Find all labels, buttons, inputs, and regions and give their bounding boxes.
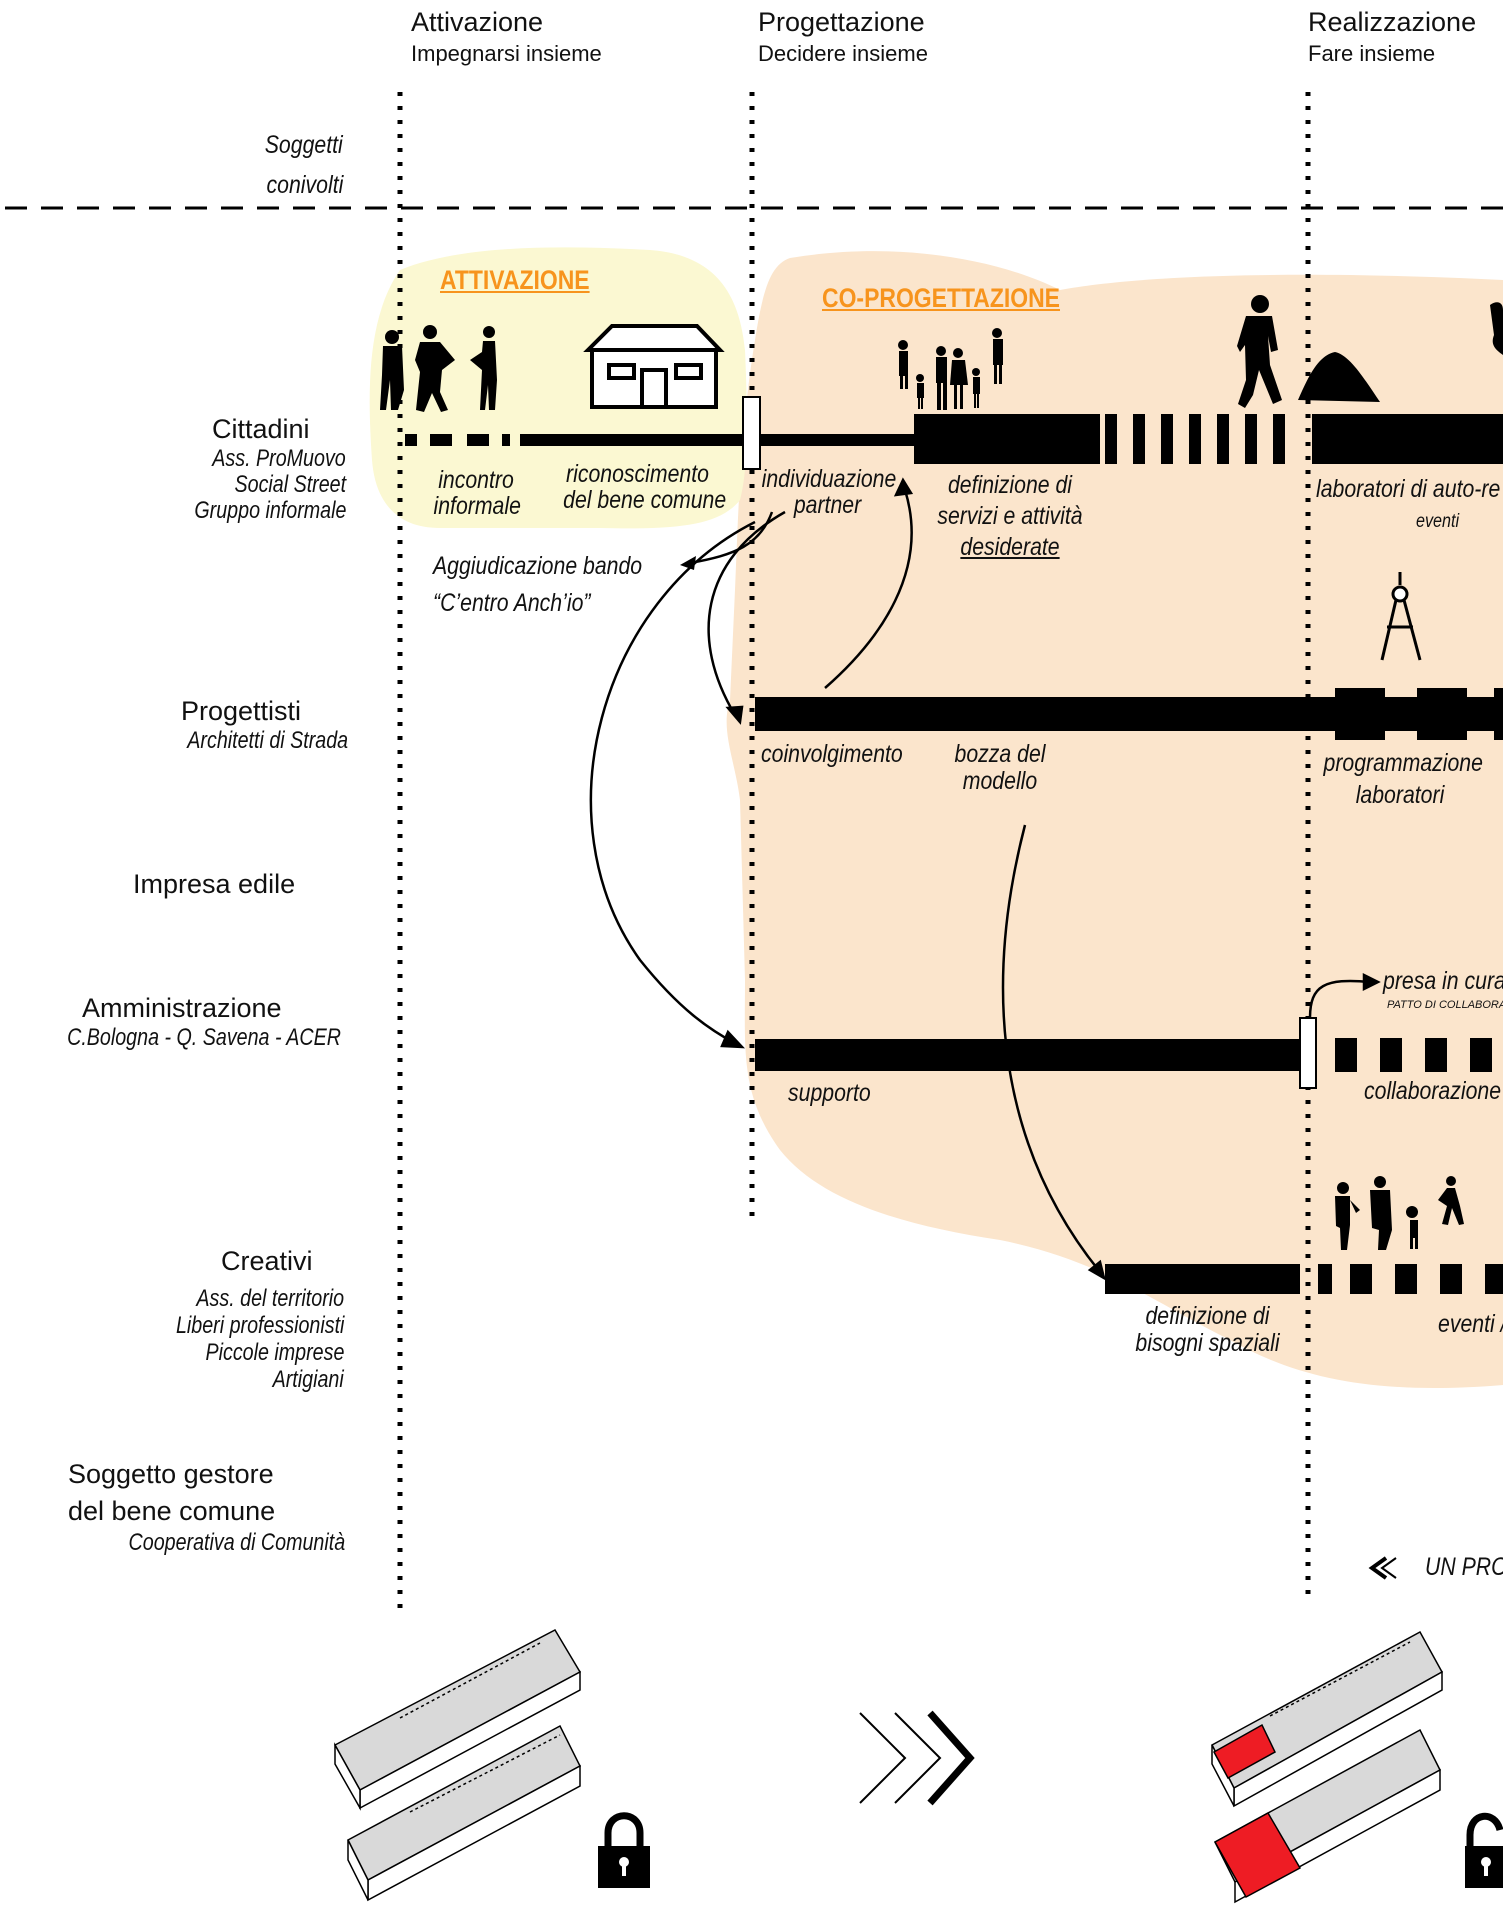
padlock-closed-icon — [598, 1812, 650, 1888]
actor-gestore-sub-1: Cooperativa di Comunità — [128, 1529, 345, 1556]
actor-cittadini-sub-2: Social Street — [234, 471, 346, 498]
label-bozza-1: bozza del — [954, 740, 1046, 768]
label-bozza-2: modello — [962, 767, 1038, 795]
label-programmazione-1: programmazione — [1323, 749, 1483, 777]
family-silhouettes-icon — [898, 328, 1003, 410]
actor-gestore-name-line1: Soggetto gestore — [68, 1459, 274, 1489]
label-supporto: supporto — [788, 1079, 871, 1107]
label-definizione-servizi-2: servizi e attività — [937, 502, 1083, 530]
children-silhouettes-icon — [1335, 1176, 1464, 1250]
label-individuazione-2: partner — [793, 491, 862, 519]
phase-subtitle-progettazione: Decidere insieme — [758, 41, 928, 66]
actor-cittadini-sub-1: Ass. ProMuovo — [212, 445, 346, 472]
actor-creativi-sub-4: Artigiani — [272, 1366, 344, 1393]
label-definizione-bisogni-2: bisogni spaziali — [1135, 1329, 1280, 1357]
soggetti-label-line1: Soggetti — [265, 131, 343, 159]
label-patto: PATTO DI COLLABORAZ — [1387, 999, 1503, 1011]
actor-gestore-name-line2: del bene comune — [68, 1496, 276, 1526]
building-axonometric-red-icon — [1210, 1630, 1444, 1904]
actor-creativi-sub-3: Piccole imprese — [205, 1339, 344, 1366]
actor-cittadini-name: Cittadini — [212, 414, 310, 444]
actor-creativi-name: Creativi — [221, 1246, 313, 1276]
attivazione-area — [369, 247, 747, 529]
label-bando-2: “C’entro Anch’io” — [433, 589, 591, 617]
timeline-amministrazione — [755, 1017, 1492, 1089]
label-coinvolgimento: coinvolgimento — [761, 740, 903, 768]
house-icon — [583, 324, 725, 409]
stage-title-attivazione: ATTIVAZIONE — [440, 265, 590, 295]
label-laboratori-2: eventi — [1416, 511, 1460, 532]
actor-progettisti-name: Progettisti — [181, 696, 302, 726]
actor-cittadini-sub-3: Gruppo informale — [193, 497, 346, 524]
padlock-open-icon — [1465, 1812, 1503, 1888]
label-eventi-creativi: eventi / — [1438, 1310, 1503, 1338]
label-collaborazione: collaborazione — [1364, 1077, 1502, 1105]
label-incontro-2: informale — [433, 492, 521, 520]
double-chevron-icon — [859, 1710, 975, 1806]
mound-icon — [1298, 352, 1380, 402]
actor-amministrazione-sub-1: C.Bologna - Q. Savena - ACER — [67, 1024, 341, 1051]
people-silhouettes-icon — [380, 325, 497, 412]
label-riconoscimento-1: riconoscimento — [566, 460, 709, 488]
label-programmazione-2: laboratori — [1355, 781, 1445, 809]
phase-subtitle-realizzazione: Fare insieme — [1308, 41, 1436, 66]
label-bando-1: Aggiudicazione bando — [433, 552, 643, 580]
timeline-cittadini — [405, 396, 1503, 470]
label-presa-in-cura: presa in cura — [1383, 967, 1503, 995]
phase-title-realizzazione: Realizzazione — [1308, 7, 1477, 37]
phase-title-attivazione: Attivazione — [411, 7, 544, 37]
timeline-creativi — [1105, 1264, 1503, 1294]
figure-edge-icon — [1490, 302, 1503, 355]
phase-title-progettazione: Progettazione — [758, 7, 925, 37]
label-un-proc: UN PROC — [1425, 1553, 1503, 1581]
label-laboratori-1: laboratori di auto-re — [1316, 475, 1501, 503]
building-axonometric-icon — [333, 1629, 582, 1902]
flow-arrows — [589, 477, 1381, 1281]
actor-creativi-sub-2: Liberi professionisti — [175, 1312, 344, 1339]
actor-amministrazione-name: Amministrazione — [82, 993, 282, 1023]
stage-title-coprogettazione: CO-PROGETTAZIONE — [822, 283, 1060, 313]
small-chevron-icon — [1368, 1556, 1397, 1580]
label-individuazione-1: individuazione — [761, 465, 897, 493]
label-definizione-servizi-3: desiderate — [960, 533, 1060, 561]
timeline-progettisti — [755, 688, 1503, 740]
soggetti-label-line2: conivolti — [266, 171, 343, 199]
label-definizione-bisogni-1: definizione di — [1145, 1302, 1270, 1330]
label-incontro-1: incontro — [438, 466, 514, 494]
actor-progettisti-sub-1: Architetti di Strada — [187, 727, 348, 754]
label-riconoscimento-2: del bene comune — [563, 486, 727, 514]
walking-man-icon — [1237, 295, 1282, 408]
actor-creativi-sub-1: Ass. del territorio — [196, 1285, 344, 1312]
label-definizione-servizi-1: definizione di — [947, 471, 1073, 499]
compass-icon — [1380, 572, 1422, 661]
phase-subtitle-attivazione: Impegnarsi insieme — [411, 41, 602, 66]
actor-impresa-name: Impresa edile — [133, 869, 296, 899]
